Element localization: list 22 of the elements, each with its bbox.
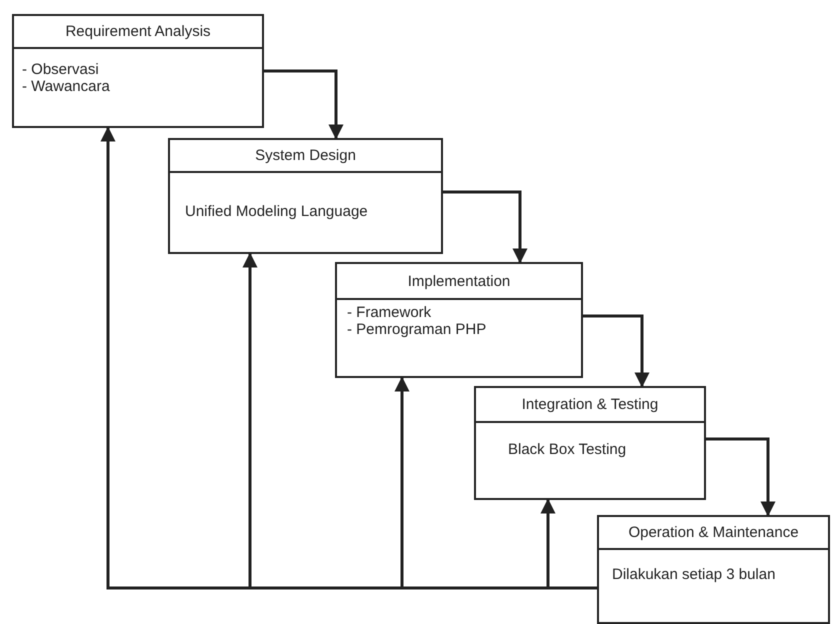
arrow (583, 314, 650, 388)
process-box (168, 138, 443, 254)
arrow (540, 498, 597, 590)
stage-detail: Dilakukan setiap 3 bulan (612, 566, 776, 583)
stage-detail: - Pemrograman PHP (347, 321, 486, 338)
stage-detail: - Observasi (22, 61, 99, 78)
stage-detail: - Framework (347, 304, 432, 321)
process-box (474, 386, 706, 500)
stage-heading: Operation & Maintenance (628, 524, 799, 541)
stage-heading: Requirement Analysis (65, 23, 211, 40)
process-box (12, 14, 264, 128)
stage-detail: Unified Modeling Language (185, 203, 368, 220)
arrow (706, 438, 776, 516)
arrow (443, 190, 528, 264)
stage-detail: - Wawancara (22, 78, 110, 95)
arrow (264, 70, 344, 140)
stage-heading: Integration & Testing (522, 396, 658, 413)
stage-heading: System Design (255, 147, 356, 164)
stage-detail: Black Box Testing (508, 441, 626, 458)
process-box (335, 262, 583, 378)
stage-heading: Implementation (408, 272, 510, 290)
process-box (597, 515, 830, 624)
